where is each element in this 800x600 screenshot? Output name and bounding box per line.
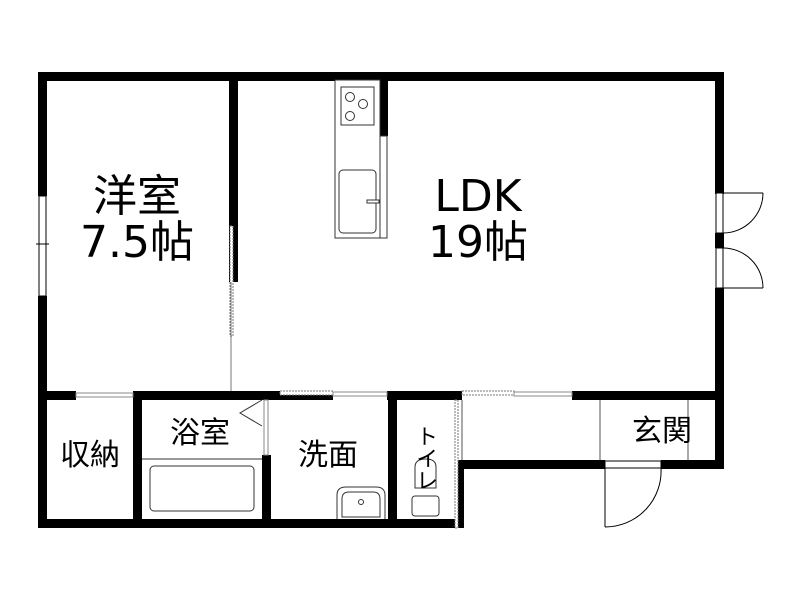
wash-basin [336,486,386,519]
entrance-lines [461,400,689,460]
room-ldk-name: LDK [434,171,522,222]
room-entrance: 玄関 [632,414,692,449]
entrance-door [604,460,662,528]
room-ldk: LDK 19帖 [398,171,558,269]
bathtub [142,399,263,512]
room-toilet: トイレ [412,425,438,491]
toilet-fixture [411,458,440,517]
room-ldk-size: 19帖 [428,217,528,269]
stove [340,86,375,126]
window-western-room [38,195,47,297]
windows [36,195,134,398]
kitchen-counter [334,79,388,239]
walls [38,72,724,528]
room-washroom: 洗面 [298,438,358,473]
ldk-doors [715,192,764,289]
room-western-size: 7.5帖 [80,217,194,269]
room-storage: 収納 [60,438,120,473]
room-western-name: 洋室 [93,171,181,222]
sliding-doors [229,225,573,529]
room-bathroom: 浴室 [170,416,230,451]
room-western: 洋室 7.5帖 [62,171,212,269]
